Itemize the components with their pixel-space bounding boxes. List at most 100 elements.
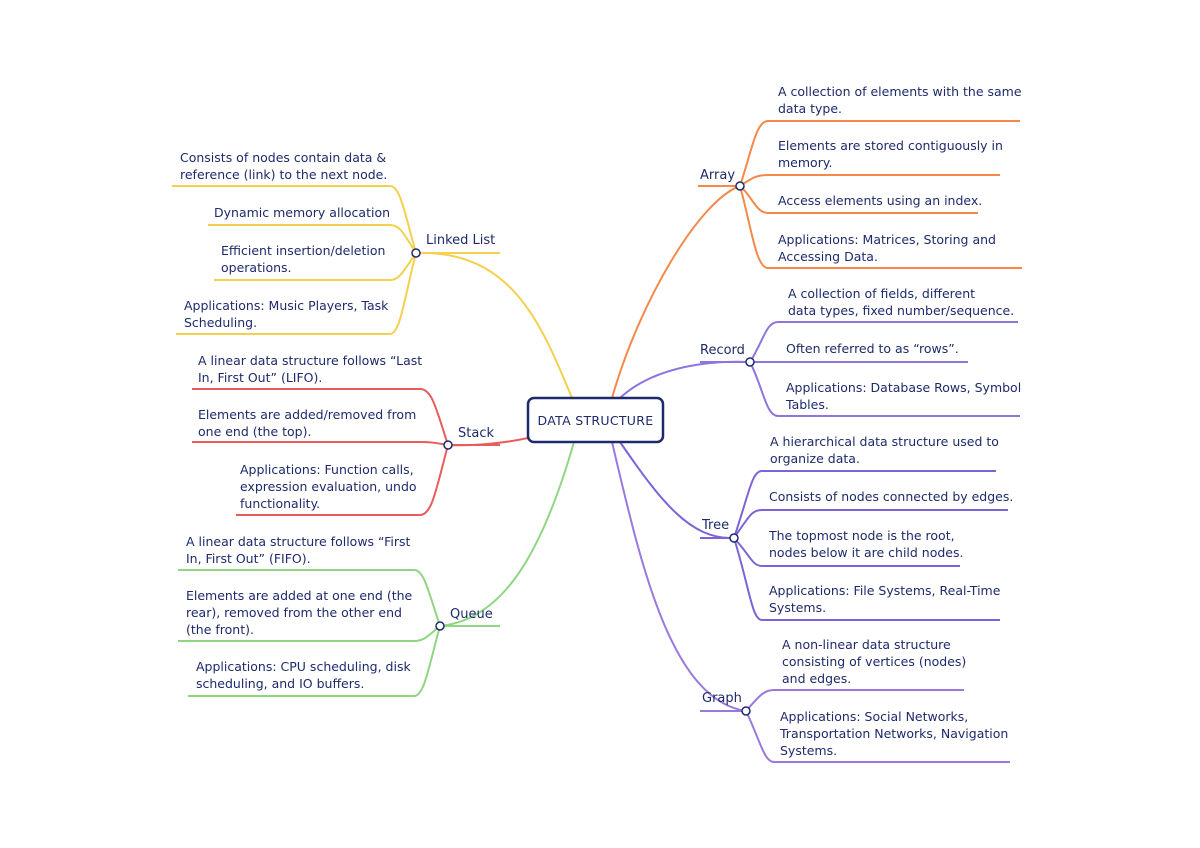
array-leaves: A collection of elements with the same d… (778, 84, 1022, 264)
tree-leaf-3-line-2: nodes below it are child nodes. (769, 545, 964, 560)
queue-label: Queue (450, 607, 493, 622)
array-curve-4 (739, 185, 769, 269)
tree-curve-4 (733, 537, 763, 621)
queue-leaf-2-line-1: Elements are added at one end (the (186, 588, 413, 603)
record-leaf-3-line-1: Applications: Database Rows, Symbol (786, 380, 1021, 395)
graph-curve-1 (745, 689, 775, 712)
branch-graph (700, 689, 1010, 763)
queue-node-dot[interactable] (435, 621, 445, 631)
queue-leaf-3-line-2: scheduling, and IO buffers. (196, 676, 364, 691)
linked-list-leaves: Consists of nodes contain data & referen… (180, 150, 390, 330)
linked-list-curve-3 (389, 252, 417, 281)
array-leaf-2-line-2: memory. (778, 155, 832, 170)
graph-node-dot[interactable] (741, 706, 751, 716)
graph-label: Graph (702, 691, 742, 706)
record-leaf-1-line-1: A collection of fields, different (788, 286, 975, 301)
linked-list-leaf-3-line-1: Efficient insertion/deletion (221, 243, 385, 258)
graph-curve-2 (745, 710, 775, 763)
connector-graph (611, 441, 747, 712)
stack-label: Stack (458, 426, 494, 441)
linked-list-curve-4 (389, 252, 417, 335)
tree-leaf-1-line-2: organize data. (770, 451, 860, 466)
branch-record (700, 321, 1020, 417)
branch-queue (178, 569, 500, 697)
linked-list-leaf-4-line-2: Scheduling. (184, 315, 257, 330)
stack-leaf-2-line-2: one end (the top). (198, 424, 311, 439)
connector-linked-list (415, 251, 573, 399)
queue-leaf-3-line-1: Applications: CPU scheduling, disk (196, 659, 411, 674)
tree-label: Tree (701, 518, 729, 533)
center-node[interactable]: DATA STRUCTURE (526, 396, 665, 444)
queue-leaf-2-line-2: rear), removed from the other end (186, 605, 402, 620)
linked-list-leaf-4-line-1: Applications: Music Players, Task (184, 298, 389, 313)
record-curve-3 (749, 361, 779, 417)
linked-list-node-dot[interactable] (411, 248, 421, 258)
graph-leaf-2-line-2: Transportation Networks, Navigation (779, 726, 1008, 741)
connector-record (619, 360, 751, 399)
tree-leaves: A hierarchical data structure used to or… (768, 434, 1013, 615)
stack-curve-1 (419, 388, 449, 446)
center-node-box[interactable] (526, 396, 665, 444)
tree-leaf-3-line-1: The topmost node is the root, (768, 528, 955, 543)
tree-node-dot[interactable] (729, 533, 739, 543)
array-leaf-4-line-2: Accessing Data. (778, 249, 878, 264)
center-node-label: DATA STRUCTURE (538, 413, 654, 428)
linked-list-leaf-2-line-1: Dynamic memory allocation (214, 205, 390, 220)
graph-leaves: A non-linear data structure consisting o… (779, 637, 1008, 758)
array-leaf-4-line-1: Applications: Matrices, Storing and (778, 232, 996, 247)
stack-curve-3 (419, 444, 449, 516)
stack-node-dot[interactable] (443, 440, 453, 450)
connector-queue (439, 441, 575, 627)
center-connectors (415, 185, 751, 712)
tree-leaf-4-line-1: Applications: File Systems, Real-Time (769, 583, 1001, 598)
branch-stack (192, 388, 500, 516)
queue-leaves: A linear data structure follows “First I… (186, 534, 413, 691)
tree-curve-1 (733, 470, 763, 539)
linked-list-leaf-1-line-2: reference (link) to the next node. (180, 167, 387, 182)
stack-leaf-2-line-1: Elements are added/removed from (198, 407, 416, 422)
queue-curve-1 (413, 569, 441, 627)
array-label: Array (700, 168, 735, 183)
queue-leaf-2-line-3: (the front). (186, 622, 254, 637)
branch-linked-list (172, 185, 500, 335)
queue-leaf-1-line-2: In, First Out” (FIFO). (186, 551, 311, 566)
connector-array (611, 185, 741, 399)
array-leaf-1-line-2: data type. (778, 101, 842, 116)
graph-leaf-2-line-1: Applications: Social Networks, (780, 709, 968, 724)
tree-curve-2 (733, 509, 763, 539)
graph-leaf-2-line-3: Systems. (780, 743, 837, 758)
stack-leaves: A linear data structure follows “Last In… (198, 353, 422, 511)
record-leaf-3-line-2: Tables. (785, 397, 829, 412)
array-curve-1 (739, 120, 769, 187)
tree-leaf-1-line-1: A hierarchical data structure used to (770, 434, 999, 449)
array-leaf-2-line-1: Elements are stored contiguously in (778, 138, 1003, 153)
linked-list-curve-2 (389, 224, 417, 254)
record-leaf-2-line-1: Often referred to as “rows”. (786, 341, 959, 356)
linked-list-curve-1 (389, 185, 417, 254)
record-curve-1 (749, 321, 779, 363)
array-leaf-3-line-1: Access elements using an index. (778, 193, 982, 208)
stack-leaf-3-line-1: Applications: Function calls, (240, 462, 414, 477)
tree-leaf-2-line-1: Consists of nodes connected by edges. (769, 489, 1013, 504)
graph-leaf-1-line-3: and edges. (782, 671, 851, 686)
record-leaves: A collection of fields, different data t… (785, 286, 1021, 412)
branch-tree (700, 470, 1008, 621)
queue-curve-3 (413, 625, 441, 697)
array-node-dot[interactable] (735, 181, 745, 191)
stack-leaf-1-line-1: A linear data structure follows “Last (198, 353, 422, 368)
tree-curve-3 (733, 537, 763, 567)
linked-list-label: Linked List (426, 233, 495, 248)
array-leaf-1-line-1: A collection of elements with the same (778, 84, 1022, 99)
record-label: Record (700, 343, 745, 358)
stack-leaf-3-line-2: expression evaluation, undo (240, 479, 417, 494)
graph-leaf-1-line-1: A non-linear data structure (782, 637, 951, 652)
tree-leaf-4-line-2: Systems. (769, 600, 826, 615)
stack-leaf-3-line-3: functionality. (240, 496, 320, 511)
queue-leaf-1-line-1: A linear data structure follows “First (186, 534, 411, 549)
record-node-dot[interactable] (745, 357, 755, 367)
linked-list-leaf-1-line-1: Consists of nodes contain data & (180, 150, 386, 165)
graph-leaf-1-line-2: consisting of vertices (nodes) (782, 654, 966, 669)
record-leaf-1-line-2: data types, fixed number/sequence. (788, 303, 1014, 318)
stack-leaf-1-line-2: In, First Out” (LIFO). (198, 370, 322, 385)
